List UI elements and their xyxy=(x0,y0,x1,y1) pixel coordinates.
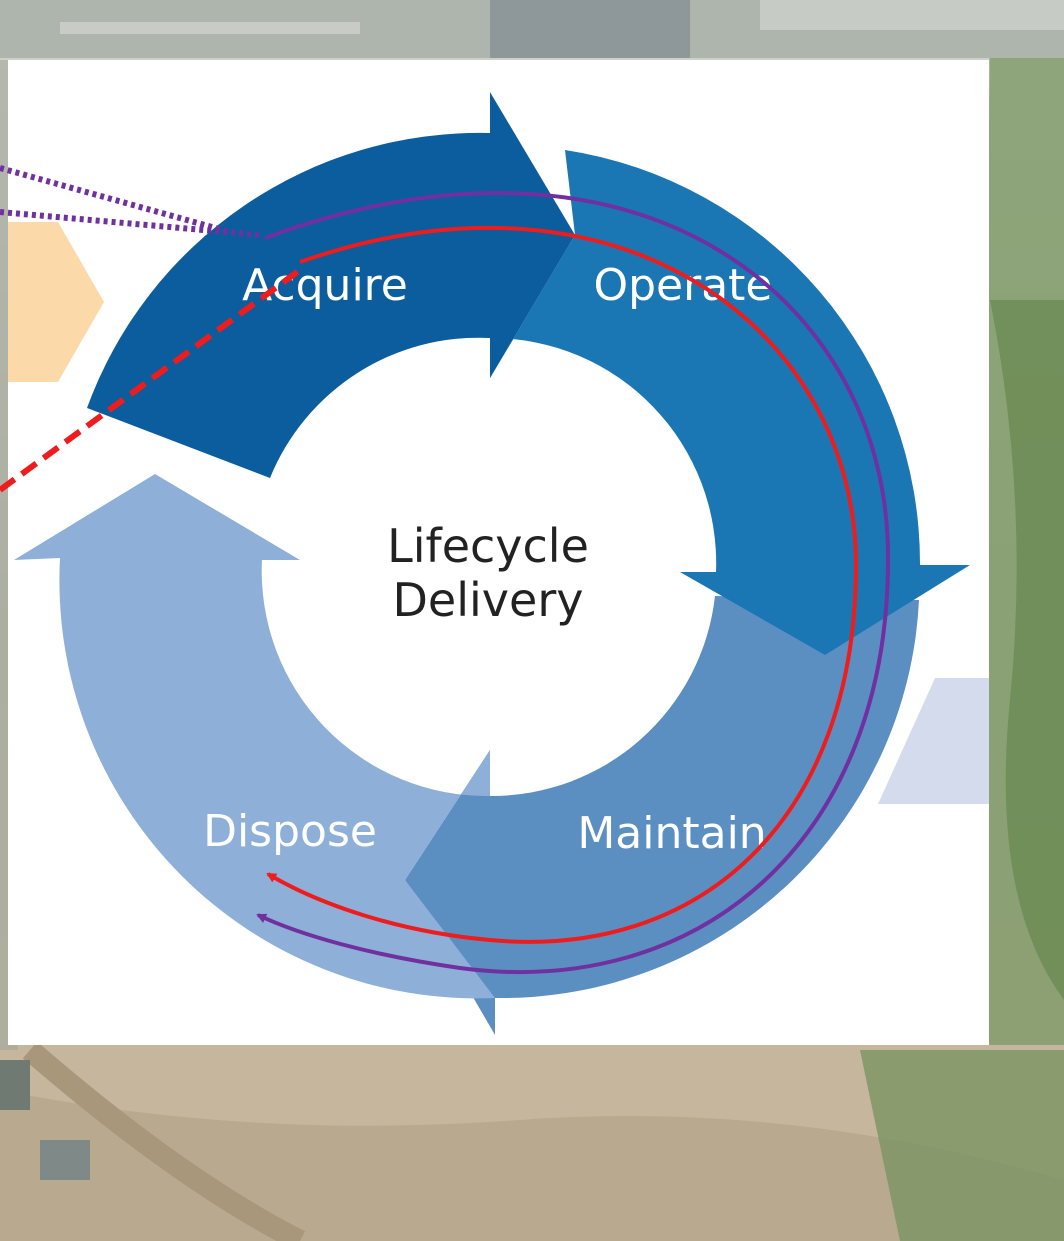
stage-label-maintain: Maintain xyxy=(577,808,766,859)
purple-curved-arrow xyxy=(256,191,891,974)
acquire-segment xyxy=(87,92,575,478)
dispose-segment xyxy=(14,474,495,999)
left-side-chevron xyxy=(8,222,104,382)
lifecycle-cycle xyxy=(14,92,970,1035)
red-curved-arrow xyxy=(266,225,859,944)
right-side-chevron xyxy=(878,678,989,804)
center-title-line2: Delivery xyxy=(393,573,584,627)
center-title-line1: Lifecycle xyxy=(387,519,589,573)
stage-label-acquire: Acquire xyxy=(242,260,408,311)
stage-label-operate: Operate xyxy=(593,260,772,311)
red-dashed-leader xyxy=(0,267,302,493)
operate-segment xyxy=(490,150,970,655)
maintain-segment xyxy=(405,596,919,1035)
stage-label-dispose: Dispose xyxy=(203,806,377,857)
purple-dotted-leaders xyxy=(0,165,261,238)
